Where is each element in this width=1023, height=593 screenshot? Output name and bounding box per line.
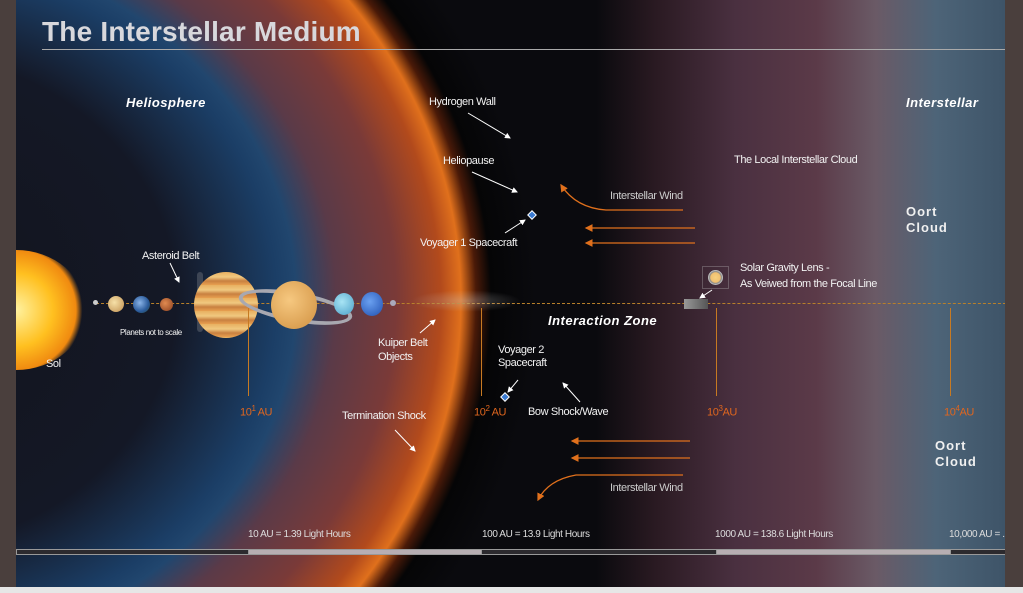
label-gravity-lens-2: As Veiwed from the Focal Line bbox=[740, 278, 877, 290]
label-sol: Sol bbox=[46, 358, 61, 370]
label-voyager2: Voyager 2 Spacecraft bbox=[498, 344, 547, 369]
scale-label-10000au: 10,000 AU = . bbox=[949, 529, 1005, 540]
scale-label-1000au: 1000 AU = 138.6 Light Hours bbox=[715, 529, 833, 540]
scale-segment bbox=[481, 549, 717, 555]
au-line-10-1 bbox=[248, 308, 249, 396]
gravity-lens-box bbox=[702, 266, 729, 289]
hydrogen-wall-arrow bbox=[467, 112, 511, 139]
region-oort-cloud-top: Oort Cloud bbox=[906, 204, 948, 235]
au-line-10-4 bbox=[950, 308, 951, 396]
planet-mars bbox=[160, 298, 173, 311]
gravity-lens-sun bbox=[708, 270, 723, 285]
au-base: 10 bbox=[944, 406, 956, 419]
wind-curve-bottom bbox=[537, 474, 683, 502]
planet-jupiter bbox=[194, 272, 258, 338]
label-interstellar-wind-top: Interstellar Wind bbox=[610, 190, 683, 202]
scale-segment bbox=[16, 549, 249, 555]
scale-segment bbox=[248, 549, 482, 555]
region-oort-cloud-bottom: Oort Cloud bbox=[935, 438, 977, 469]
region-interaction-zone: Interaction Zone bbox=[548, 313, 658, 328]
au-exponent: 1 bbox=[251, 404, 256, 413]
region-heliosphere: Heliosphere bbox=[126, 95, 206, 110]
kuiper-arrow bbox=[419, 319, 436, 334]
planet-mercury bbox=[93, 300, 98, 305]
au-label-10-1: 101 AU bbox=[240, 402, 272, 420]
scale-segment bbox=[950, 549, 1005, 555]
focal-line-probe bbox=[684, 299, 708, 309]
label-gravity-lens-1: Solar Gravity Lens - bbox=[740, 262, 830, 274]
planet-uranus bbox=[334, 293, 354, 315]
planet-saturn bbox=[271, 281, 317, 329]
scale-label-10au: 10 AU = 1.39 Light Hours bbox=[248, 529, 351, 540]
title-underline bbox=[42, 49, 1005, 50]
au-exponent: 4 bbox=[955, 404, 960, 413]
planet-pluto bbox=[390, 300, 396, 306]
au-exponent: 2 bbox=[485, 404, 490, 413]
kuiper-belt bbox=[411, 290, 521, 312]
page-title: The Interstellar Medium bbox=[42, 16, 361, 47]
planet-venus bbox=[108, 296, 124, 312]
voyager1-arrow bbox=[504, 219, 526, 234]
au-base: 10 bbox=[240, 406, 252, 419]
label-bow-shock: Bow Shock/Wave bbox=[528, 406, 609, 418]
asteroid-belt-arrow bbox=[169, 262, 180, 283]
ecliptic-line bbox=[96, 303, 1005, 304]
termination-shock-arrow bbox=[394, 429, 416, 452]
gravity-lens-arrow bbox=[699, 289, 713, 299]
planet-neptune bbox=[361, 292, 383, 316]
scale-label-100au: 100 AU = 13.9 Light Hours bbox=[482, 529, 590, 540]
au-label-10-3: 103AU bbox=[707, 402, 737, 420]
label-planets-not-to-scale: Planets not to scale bbox=[120, 328, 182, 337]
au-label-10-4: 104AU bbox=[944, 402, 974, 420]
label-hydrogen-wall: Hydrogen Wall bbox=[429, 96, 496, 108]
interstellar-medium-infographic: Heliosphere Interstellar Interaction Zon… bbox=[16, 0, 1005, 587]
au-line-10-3 bbox=[716, 308, 717, 396]
au-unit: AU bbox=[959, 406, 975, 419]
scale-segment bbox=[716, 549, 951, 555]
label-termination-shock: Termination Shock bbox=[342, 410, 426, 422]
bow-shock-arrow bbox=[562, 382, 581, 403]
label-kuiper-belt: Kuiper Belt Objects bbox=[378, 337, 428, 363]
voyager2-marker bbox=[500, 392, 510, 402]
voyager1-marker bbox=[527, 210, 537, 220]
au-unit: AU bbox=[491, 406, 507, 419]
planet-earth bbox=[133, 296, 150, 313]
label-heliopause: Heliopause bbox=[443, 155, 495, 167]
wind-curve-top bbox=[560, 183, 683, 211]
label-local-interstellar-cloud: The Local Interstellar Cloud bbox=[734, 154, 858, 166]
au-label-10-2: 102 AU bbox=[474, 402, 506, 420]
label-asteroid-belt: Asteroid Belt bbox=[142, 250, 200, 262]
heliopause-arrow bbox=[471, 171, 518, 193]
au-line-10-2 bbox=[481, 308, 482, 396]
region-interstellar: Interstellar bbox=[906, 95, 979, 110]
au-exponent: 3 bbox=[718, 404, 723, 413]
label-voyager1: Voyager 1 Spacecraft bbox=[420, 237, 518, 249]
label-interstellar-wind-bottom: Interstellar Wind bbox=[610, 482, 683, 494]
au-unit: AU bbox=[257, 406, 273, 419]
voyager2-arrow bbox=[507, 379, 519, 393]
au-base: 10 bbox=[707, 406, 719, 419]
au-base: 10 bbox=[474, 406, 486, 419]
arrows-layer bbox=[169, 112, 713, 502]
au-unit: AU bbox=[722, 406, 738, 419]
